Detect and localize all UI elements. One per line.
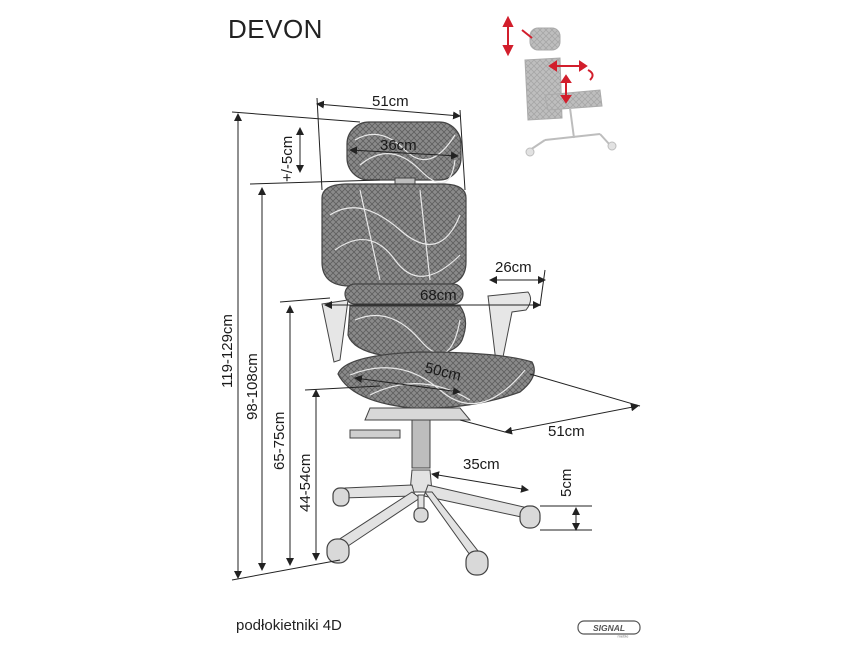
- label-base-radius: 35cm: [463, 456, 500, 473]
- tilt-mechanism: [364, 407, 472, 421]
- label-seat-height: 44-54cm: [297, 454, 314, 512]
- logo-text: SIGNAL: [593, 623, 625, 633]
- logo-subtext: meble: [618, 634, 630, 639]
- label-seat-width: 51cm: [548, 423, 585, 440]
- casters: [326, 487, 541, 576]
- armrest-right: [487, 291, 532, 363]
- label-headrest-width: 36cm: [380, 137, 417, 154]
- gas-lift: [411, 419, 431, 469]
- label-top-width: 51cm: [372, 93, 409, 110]
- adjustment-arrows: [502, 15, 594, 104]
- star-base: [334, 469, 529, 556]
- label-headrest-adjust: +/-5cm: [279, 136, 296, 182]
- backrest-upper: [321, 183, 467, 287]
- chair-illustration: [321, 121, 541, 576]
- armrest-note: podłokietniki 4D: [236, 617, 342, 634]
- product-title: DEVON: [228, 14, 323, 44]
- signal-logo: SIGNAL meble: [577, 620, 641, 638]
- label-caster-height: 5cm: [558, 469, 575, 497]
- label-armrest-span: 68cm: [420, 287, 457, 304]
- adjustment-thumbnail: [524, 27, 617, 157]
- label-armrest-height: 65-75cm: [271, 412, 288, 470]
- armrest-left: [321, 299, 349, 363]
- adjust-lever: [349, 429, 401, 439]
- label-total-height: 119-129cm: [219, 314, 236, 388]
- label-backrest-height: 98-108cm: [244, 353, 261, 420]
- dimension-lines: [231, 97, 641, 581]
- label-armrest-depth: 26cm: [495, 259, 532, 276]
